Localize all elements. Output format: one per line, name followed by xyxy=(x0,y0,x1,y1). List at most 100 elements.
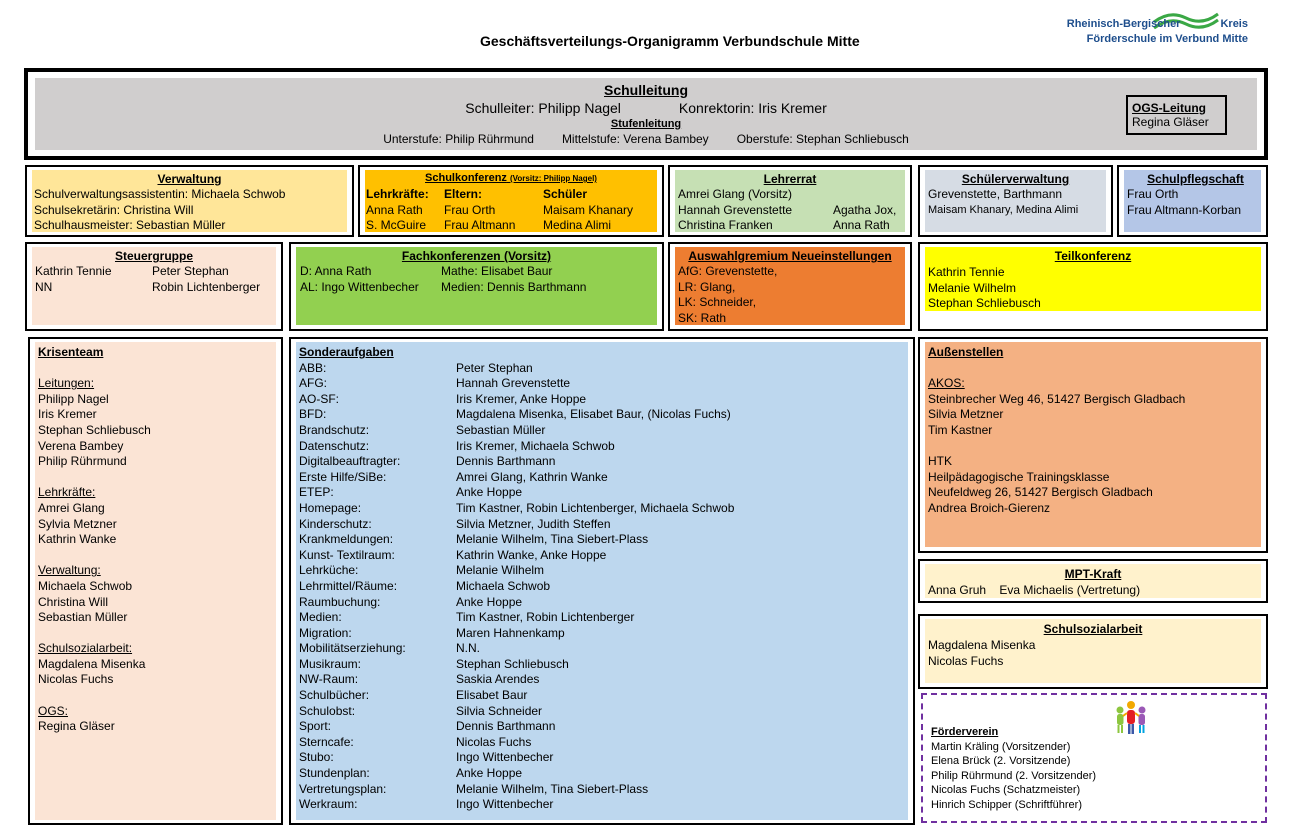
aussenstellen-list: Außenstellen AKOS: Steinbrecher Weg 46, … xyxy=(928,345,1186,515)
sonderaufgabe-value: Melanie Wilhelm, Tina Siebert-Plass xyxy=(456,532,649,547)
sonderaufgabe-label: Musikraum: xyxy=(299,656,362,671)
foerderverein-title: Förderverein xyxy=(931,726,999,738)
sonderaufgabe-row: Medien:Tim Kastner, Robin Lichtenberger xyxy=(299,610,634,626)
sonderaufgabe-label: Schulbücher: xyxy=(299,688,370,703)
sonderaufgabe-value: Maren Hahnenkamp xyxy=(456,625,565,640)
sonderaufgabe-value: Anke Hoppe xyxy=(456,485,523,500)
sonderaufgabe-value: Nicolas Fuchs xyxy=(456,734,532,749)
sonderaufgabe-row: Migration: Maren Hahnenkamp xyxy=(299,625,565,642)
teilkonferenz-title: Teilkonferenz xyxy=(1054,249,1132,263)
schulkonferenz-box: Schulkonferenz (Vorsitz: Philipp Nagel) … xyxy=(358,165,664,237)
aussenstellen-title: Außenstellen xyxy=(928,345,1004,359)
sonderaufgabe-row: Brandschutz: Sebastian Müller xyxy=(299,422,545,439)
lehrerrat-title: Lehrerrat xyxy=(763,172,817,186)
sonderaufgabe-row: Schulbücher:Elisabet Baur xyxy=(299,688,527,704)
schulleiter-name: Schulleiter: Philipp Nagel xyxy=(465,100,621,116)
sonderaufgabe-label: Stubo: xyxy=(299,750,334,765)
sonderaufgabe-row: ETEP:Anke Hoppe xyxy=(299,485,522,501)
steuergruppe-member: NN xyxy=(35,280,53,294)
page-title: Geschäftsverteilungs-Organigramm Verbund… xyxy=(480,33,860,49)
sonderaufgabe-value: Melanie Wilhelm, Tina Siebert-Plass xyxy=(456,781,649,796)
sonderaufgabe-value: N.N. xyxy=(456,641,480,656)
verwaltung-list: Schulverwaltungsassistentin: Michaela Sc… xyxy=(34,187,286,233)
schulkonferenz-cell: Maisam Khanary xyxy=(543,203,634,217)
sonderaufgabe-label: Kinderschutz: xyxy=(299,516,372,531)
sonderaufgabe-row: Digitalbeauftragter: Dennis Barthmann xyxy=(299,454,555,470)
sonderaufgabe-label: AFG: xyxy=(299,376,328,391)
sonderaufgabe-value: Kathrin Wanke, Anke Hoppe xyxy=(456,547,607,562)
sonderaufgabe-value: Peter Stephan xyxy=(456,360,533,375)
schulpflegschaft-line: Frau Orth xyxy=(1127,187,1179,201)
teilkonferenz-box: Teilkonferenz Kathrin Tennie Melanie Wil… xyxy=(918,242,1268,331)
schulleitung-title: Schulleitung xyxy=(604,82,688,98)
sonderaufgabe-value: Anke Hoppe xyxy=(456,594,523,609)
schulsozialarbeit-list: Magdalena Misenka Nicolas Fuchs xyxy=(928,638,1036,668)
fachkonferenz-entry: Medien: Dennis Barthmann xyxy=(441,280,587,294)
schulleitung-box: Schulleitung Schulleiter: Philipp Nagel K… xyxy=(24,68,1268,160)
sonderaufgabe-label: BFD: xyxy=(299,407,327,422)
sonderaufgabe-label: Stundenplan: xyxy=(299,766,370,781)
schulleitung-fill xyxy=(35,78,1257,150)
verwaltung-box: Verwaltung Schulverwaltungsassistentin: … xyxy=(25,165,354,237)
sonderaufgabe-label: Krankmeldungen: xyxy=(299,532,394,547)
schulpflegschaft-box: Schulpflegschaft Frau Orth Frau Altmann-… xyxy=(1117,165,1268,237)
fachkonferenz-entry: Mathe: Elisabet Baur xyxy=(441,264,553,278)
sonderaufgabe-label: AO-SF: xyxy=(299,391,340,406)
sonderaufgabe-label: Datenschutz: xyxy=(299,438,370,453)
lehrerrat-line: Agatha Jox, xyxy=(833,203,897,217)
lehrerrat-box: Lehrerrat Amrei Glang (Vorsitz) Hannah G… xyxy=(668,165,912,237)
sonderaufgabe-value: Michaela Schwob xyxy=(456,578,551,593)
schulpflegschaft-line: Frau Altmann-Korban xyxy=(1127,203,1242,217)
sonderaufgabe-row: Sport: Dennis Barthmann xyxy=(299,719,555,735)
sonderaufgabe-value: Dennis Barthmann xyxy=(456,454,556,469)
sonderaufgabe-value: Iris Kremer, Michaela Schwob xyxy=(456,438,615,453)
lehrerrat-line: Amrei Glang (Vorsitz) xyxy=(678,187,793,201)
ogs-leitung-box: OGS-Leitung Regina Gläser xyxy=(1126,95,1227,135)
mpt-title: MPT-Kraft xyxy=(1064,567,1122,581)
steuergruppe-member: Robin Lichtenberger xyxy=(152,280,261,294)
sonderaufgabe-value: Stephan Schliebusch xyxy=(456,656,569,671)
ogs-leitung-name: Regina Gläser xyxy=(1132,115,1209,129)
sonderaufgabe-row: NW-Raum:Saskia Arendes xyxy=(299,672,539,688)
sonderaufgabe-value: Amrei Glang, Kathrin Wanke xyxy=(456,469,608,484)
sonderaufgabe-value: Hannah Grevenstette xyxy=(456,376,571,391)
sonderaufgabe-row: Werkraum:Ingo Wittenbecher xyxy=(299,797,553,813)
krisenteam-title: Krisenteam xyxy=(38,345,104,359)
schuelerverwaltung-box: Schülerverwaltung Grevenstette, Barthman… xyxy=(918,165,1113,237)
sonderaufgabe-value: Magdalena Misenka, Elisabet Baur, (Nicol… xyxy=(456,407,731,422)
sonderaufgabe-label: NW-Raum: xyxy=(299,672,359,687)
logo-line-2: Förderschule im Verbund Mitte xyxy=(1086,33,1248,45)
teilkonferenz-list: Kathrin Tennie Melanie Wilhelm Stephan S… xyxy=(928,265,1041,311)
sonderaufgabe-label: Migration: xyxy=(299,625,352,640)
sonderaufgabe-row: Mobilitätserziehung: N.N. xyxy=(299,641,480,657)
sonderaufgabe-label: Raumbuchung: xyxy=(299,594,381,609)
sonderaufgabe-label: Sport: xyxy=(299,719,332,734)
foerderverein-list: Förderverein Martin Kräling (Vorsitzende… xyxy=(931,726,1097,811)
sonderaufgabe-row: Krankmeldungen: Melanie Wilhelm, Tina Sie… xyxy=(299,532,648,548)
sonderaufgabe-label: Brandschutz: xyxy=(299,422,370,437)
sonderaufgabe-label: Sterncafe: xyxy=(299,734,354,749)
schulleitung-members: Schulleiter: Philipp Nagel Konrektorin: I… xyxy=(28,100,1264,116)
schulsozialarbeit-box: Schulsozialarbeit Magdalena Misenka Nico… xyxy=(918,614,1268,689)
schulkonferenz-cell: Frau Altmann xyxy=(444,218,516,232)
schulsozialarbeit-title: Schulsozialarbeit xyxy=(1043,622,1143,636)
sonderaufgabe-label: Mobilitätserziehung: xyxy=(299,641,406,656)
konrektorin-name: Konrektorin: Iris Kremer xyxy=(678,100,827,116)
sonderaufgabe-value: Tim Kastner, Robin Lichtenberger, Michae… xyxy=(456,500,735,515)
sonderaufgabe-value: Sebastian Müller xyxy=(456,422,546,437)
sonderaufgabe-label: Werkraum: xyxy=(299,797,358,812)
schulkonferenz-title: Schulkonferenz (Vorsitz: Philipp Nagel) xyxy=(425,172,597,184)
sonderaufgabe-row: AO-SF:Iris Kremer, Anke Hoppe xyxy=(299,391,586,408)
sonderaufgabe-label: Digitalbeauftragter: xyxy=(299,454,401,469)
sonderaufgabe-row: Kunst- Textilraum:Kathrin Wanke, Anke Ho… xyxy=(299,548,606,564)
sonderaufgabe-value: Dennis Barthmann xyxy=(456,719,556,734)
lehrerrat-line: Anna Rath xyxy=(833,218,890,232)
auswahlgremium-box: Auswahlgremium Neueinstellungen AfG: Gre… xyxy=(668,242,912,331)
sonderaufgabe-row: Erste Hilfe/SiBe:Amrei Glang, Kathrin Wa… xyxy=(299,470,608,486)
sonderaufgabe-label: Homepage: xyxy=(299,500,362,515)
schulkonferenz-header-eltern: Eltern: xyxy=(444,187,483,201)
